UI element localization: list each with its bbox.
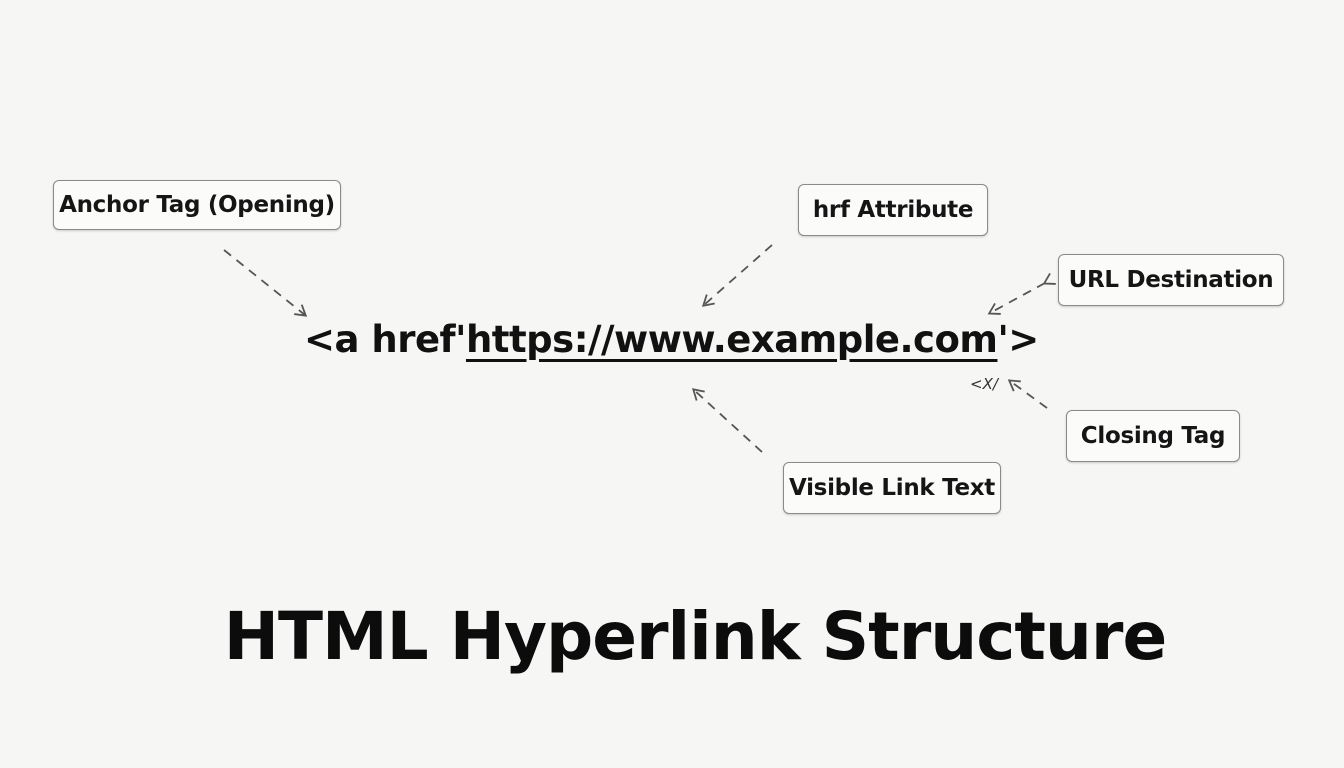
code-url[interactable]: https://www.example.com	[465, 318, 998, 361]
arrow-url-destination	[987, 272, 1056, 315]
code-suffix: '>	[997, 318, 1039, 361]
arrow-anchor-tag	[223, 249, 308, 317]
closing-tag-fragment: <X/	[970, 375, 998, 393]
label-closing-tag: Closing Tag	[1066, 410, 1240, 462]
label-url-destination-text: URL Destination	[1068, 267, 1274, 293]
arrow-closing-tag	[1007, 379, 1048, 409]
arrow-href-attribute	[701, 244, 773, 307]
anchor-code-line: <a href'https://www.example.com'>	[304, 318, 1039, 361]
label-anchor-tag-text: Anchor Tag (Opening)	[59, 192, 335, 218]
label-visible-link-text-text: Visible Link Text	[789, 475, 995, 501]
label-visible-link-text: Visible Link Text	[783, 462, 1001, 514]
code-prefix: <a href'	[304, 318, 466, 361]
label-href-attribute: hrf Attribute	[798, 184, 988, 236]
label-href-attribute-text: hrf Attribute	[812, 197, 974, 223]
diagram-title: HTML Hyperlink Structure	[223, 598, 1167, 675]
arrow-visible-link-text	[691, 388, 763, 453]
label-closing-tag-text: Closing Tag	[1080, 423, 1226, 449]
label-url-destination: URL Destination	[1058, 254, 1284, 306]
label-anchor-tag: Anchor Tag (Opening)	[53, 180, 341, 230]
